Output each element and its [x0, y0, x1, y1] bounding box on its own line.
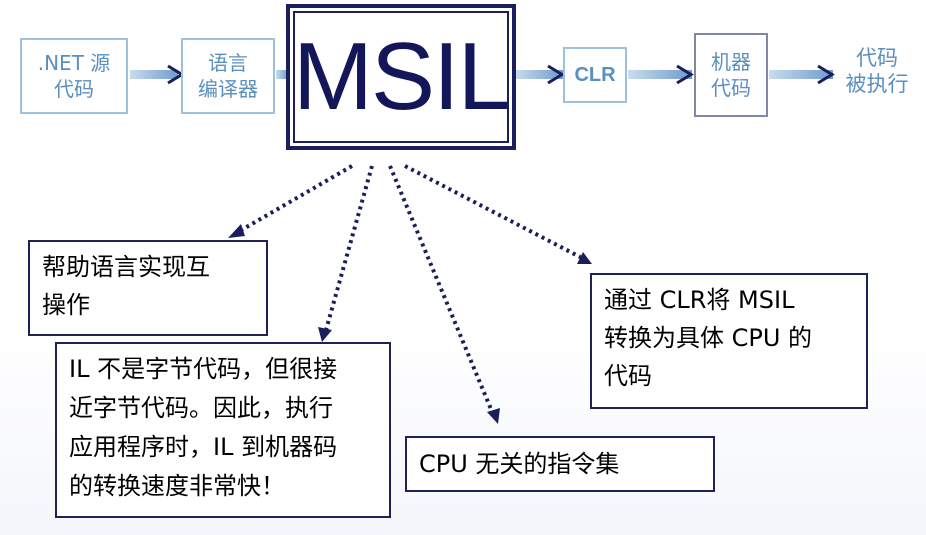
- flow-arrow-2: [276, 70, 288, 79]
- arrowhead-cpu: [487, 408, 500, 424]
- machine-code-line2: 代码: [711, 76, 751, 100]
- compiler-line2: 编译器: [198, 77, 258, 101]
- flow-arrowhead-4: [676, 64, 694, 85]
- note-cpu-independent: CPU 无关的指令集: [405, 436, 715, 492]
- source-code-box: .NET 源 代码: [20, 38, 128, 114]
- arrowhead-clr: [577, 252, 592, 264]
- arrowhead-il: [318, 327, 332, 342]
- source-code-line1: .NET 源: [37, 51, 111, 75]
- note-clr-line3: 代码: [604, 362, 652, 390]
- source-code-line2: 代码: [54, 77, 94, 101]
- note-il-line4: 的转换速度非常快！: [69, 472, 285, 500]
- note-il-line3: 应用程序时，IL 到机器码: [69, 433, 338, 461]
- dotted-arrows: [236, 164, 583, 415]
- flow-arrow-4: [628, 70, 692, 79]
- note-interop-line1: 帮助语言实现互: [42, 253, 210, 281]
- executed-line1: 代码: [856, 46, 898, 70]
- flow-arrow-3: [515, 70, 563, 79]
- flow-arrow-1: [130, 70, 178, 79]
- dotted-arrow-cpu: [388, 165, 495, 415]
- msil-box: MSIL: [286, 4, 516, 150]
- note-clr-line1: 通过 CLR将 MSIL: [604, 286, 795, 314]
- note-clr-convert: 通过 CLR将 MSIL 转换为具体 CPU 的 代码: [590, 273, 868, 409]
- note-interop-line2: 操作: [42, 291, 90, 319]
- msil-label: MSIL: [292, 23, 511, 130]
- machine-code-box: 机器 代码: [694, 33, 768, 117]
- dotted-arrow-il: [324, 165, 374, 331]
- note-interop: 帮助语言实现互 操作: [28, 240, 268, 336]
- note-cpu-line1: CPU 无关的指令集: [419, 450, 620, 478]
- arrowhead-interop: [228, 224, 245, 238]
- note-il-line2: 近字节代码。因此，执行: [69, 394, 333, 422]
- dotted-arrow-interop: [236, 164, 354, 234]
- dotted-arrow-clr: [404, 164, 583, 260]
- note-clr-line2: 转换为具体 CPU 的: [604, 324, 813, 352]
- flow-arrowhead-5: [817, 64, 835, 85]
- clr-label: CLR: [574, 64, 616, 86]
- machine-code-line1: 机器: [711, 50, 751, 74]
- flow-arrowhead-3: [547, 64, 565, 85]
- dotted-arrowheads: [228, 224, 592, 424]
- executed-label: 代码 被执行: [834, 45, 920, 105]
- executed-line2: 被执行: [845, 72, 909, 96]
- flow-arrow-5: [769, 70, 833, 79]
- compiler-line1: 语言: [208, 51, 248, 75]
- flow-arrows: [130, 64, 835, 85]
- compiler-box: 语言 编译器: [181, 38, 275, 114]
- clr-box: CLR: [563, 47, 627, 103]
- note-il-line1: IL 不是字节代码，但很接: [69, 355, 338, 383]
- note-il-not-bytecode: IL 不是字节代码，但很接 近字节代码。因此，执行 应用程序时，IL 到机器码 …: [55, 342, 391, 518]
